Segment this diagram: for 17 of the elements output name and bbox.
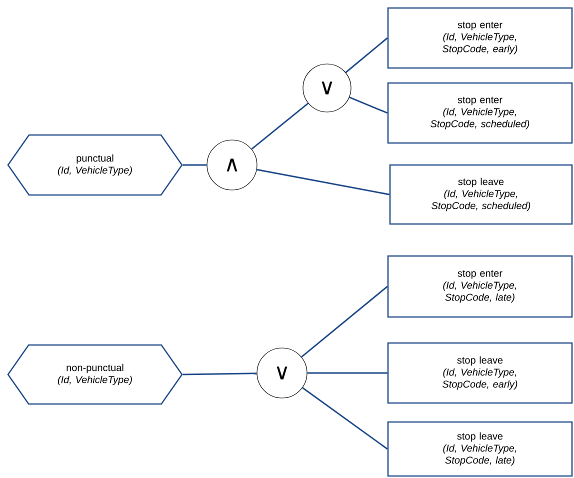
connector-line <box>182 372 257 376</box>
connector-line <box>251 102 309 150</box>
event-hexagon: punctual (Id, VehicleType) <box>7 134 183 196</box>
event-box: stop enter (Id, VehicleType, StopCode, early) <box>387 7 573 69</box>
connector-line <box>301 286 388 358</box>
connector-line <box>349 96 388 114</box>
event-hexagon: non-punctual (Id, VehicleType) <box>7 344 183 405</box>
connector-line <box>256 168 390 196</box>
event-box: stop leave (Id, VehicleType, StopCode, early) <box>387 342 573 404</box>
event-box: stop leave (Id, VehicleType, StopCode, late) <box>387 421 573 477</box>
connector-line <box>345 37 388 74</box>
connector-line <box>302 387 388 450</box>
event-box: stop enter (Id, VehicleType, StopCode, scheduled) <box>387 82 573 144</box>
event-box: stop leave (Id, VehicleType, StopCode, scheduled) <box>389 164 573 225</box>
connector-line <box>182 164 207 166</box>
connector-line <box>307 372 388 374</box>
event-box: stop enter (Id, VehicleType, StopCode, late) <box>387 255 573 318</box>
